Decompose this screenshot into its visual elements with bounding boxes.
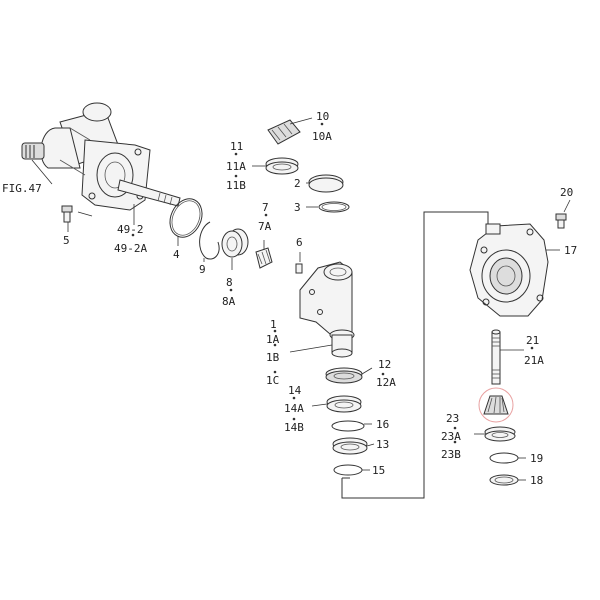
label-1: 1 bbox=[270, 318, 277, 331]
label-7: 7 bbox=[262, 201, 269, 214]
ring-part-18 bbox=[489, 474, 526, 486]
label-8A: 8A bbox=[222, 295, 236, 308]
snap-ring-part-16 bbox=[331, 420, 372, 432]
label-23B: 23B bbox=[441, 448, 461, 461]
label-23: 23 bbox=[446, 412, 459, 425]
bearing-part-13 bbox=[332, 437, 375, 455]
label-21: 21 bbox=[526, 334, 539, 347]
bevel-gear-part-10 bbox=[267, 117, 313, 145]
label-7A: 7A bbox=[258, 220, 272, 233]
label-14A: 14A bbox=[284, 402, 304, 415]
label-49-2A: 49-2A bbox=[114, 242, 147, 255]
label-23A: 23A bbox=[441, 430, 461, 443]
label-6: 6 bbox=[296, 236, 303, 249]
housing-part-17 bbox=[469, 223, 560, 317]
label-11A: 11A bbox=[226, 160, 246, 173]
label-13: 13 bbox=[376, 438, 389, 451]
label-3: 3 bbox=[294, 201, 301, 214]
bearing-part-11 bbox=[252, 157, 299, 175]
label-19: 19 bbox=[530, 452, 543, 465]
screw-part-20 bbox=[555, 199, 571, 229]
label-17: 17 bbox=[564, 244, 577, 257]
label-16: 16 bbox=[376, 418, 389, 431]
o-ring-part-4 bbox=[169, 198, 203, 238]
label-14B: 14B bbox=[284, 421, 304, 434]
label-8: 8 bbox=[226, 276, 233, 289]
label-4: 4 bbox=[173, 248, 180, 261]
label-5: 5 bbox=[63, 234, 70, 247]
seal-part-3 bbox=[318, 201, 350, 213]
label-9: 9 bbox=[199, 263, 206, 276]
bevel-gear-part-7 bbox=[255, 247, 273, 269]
assembly-connector-line bbox=[341, 211, 489, 499]
snap-ring-part-9 bbox=[199, 221, 220, 260]
label-12A: 12A bbox=[376, 376, 396, 389]
label-18: 18 bbox=[530, 474, 543, 487]
label-1A: 1A bbox=[266, 333, 280, 346]
screw-part-5 bbox=[61, 205, 73, 232]
label-10A: 10A bbox=[312, 130, 332, 143]
bearing-part-23 bbox=[474, 426, 516, 442]
label-11: 11 bbox=[230, 140, 243, 153]
label-1C: 1C bbox=[266, 374, 279, 387]
shaft-part-21 bbox=[491, 329, 524, 385]
label-21A: 21A bbox=[524, 354, 544, 367]
label-2: 2 bbox=[294, 177, 301, 190]
cap-part-2 bbox=[306, 174, 344, 193]
bevel-gear-highlighted bbox=[478, 387, 514, 423]
bearing-part-14 bbox=[311, 395, 362, 413]
gear-case-part-1 bbox=[289, 261, 355, 358]
bearing-part-8 bbox=[221, 228, 249, 258]
ring-part-15 bbox=[333, 464, 370, 476]
pin-part-6 bbox=[295, 263, 303, 274]
label-1B: 1B bbox=[266, 351, 280, 364]
label-10: 10 bbox=[316, 110, 329, 123]
figure-reference: FIG.47 bbox=[2, 182, 42, 195]
label-12: 12 bbox=[378, 358, 391, 371]
label-15: 15 bbox=[372, 464, 385, 477]
ring-part-19 bbox=[489, 452, 526, 464]
label-49-2: 49-2 bbox=[117, 223, 144, 236]
label-14: 14 bbox=[288, 384, 302, 397]
seal-part-12 bbox=[325, 367, 373, 384]
label-20: 20 bbox=[560, 186, 573, 199]
label-11B: 11B bbox=[226, 179, 246, 192]
motor-housing-assembly bbox=[21, 102, 181, 211]
